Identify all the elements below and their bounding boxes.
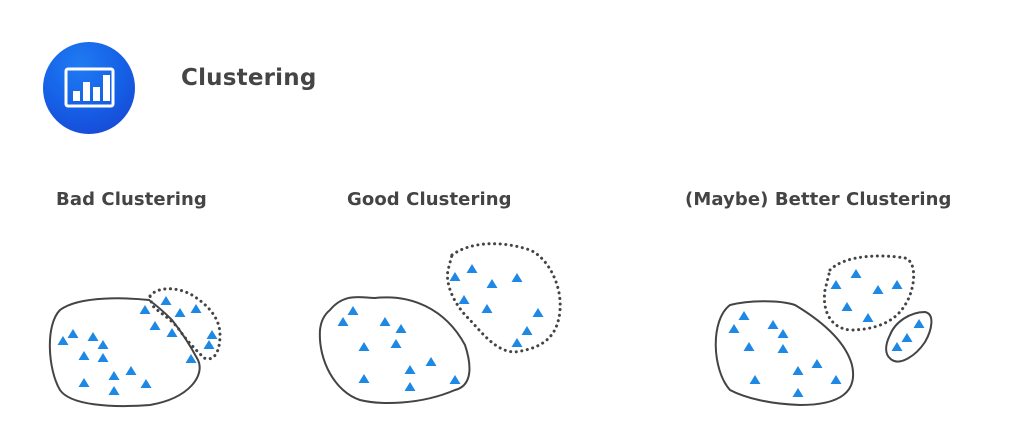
triangle-point-icon <box>521 326 533 335</box>
page-title: Clustering <box>181 65 317 91</box>
triangle-point-icon <box>486 279 498 288</box>
panel-title-good: Good Clustering <box>347 189 512 210</box>
panel-title-bad: Bad Clustering <box>56 189 207 210</box>
triangle-point-icon <box>358 342 370 351</box>
cluster-boundary-dotted <box>445 242 562 354</box>
panel-better <box>714 254 933 407</box>
triangle-point-icon <box>125 366 137 375</box>
triangle-point-icon <box>67 329 79 338</box>
triangle-point-icon <box>337 317 349 326</box>
triangle-point-icon <box>777 329 789 338</box>
panel-title-better: (Maybe) Better Clustering <box>685 189 952 210</box>
triangle-point-icon <box>862 313 874 322</box>
cluster-boundary-dotted <box>148 287 222 361</box>
triangle-point-icon <box>358 374 370 383</box>
triangle-point-icon <box>532 308 544 317</box>
triangle-point-icon <box>738 311 750 320</box>
triangle-point-icon <box>850 269 862 278</box>
triangle-point-icon <box>466 264 478 273</box>
triangle-point-icon <box>390 339 402 348</box>
cluster-boundary-solid <box>885 310 933 363</box>
triangle-point-icon <box>203 340 215 349</box>
triangle-point-icon <box>57 336 69 345</box>
triangle-point-icon <box>404 382 416 391</box>
triangle-point-icon <box>379 317 391 326</box>
triangle-point-icon <box>481 304 493 313</box>
triangle-point-icon <box>160 296 172 305</box>
triangle-point-icon <box>891 342 903 351</box>
triangle-point-icon <box>87 332 99 341</box>
triangle-point-icon <box>425 357 437 366</box>
triangle-point-icon <box>777 344 789 353</box>
triangle-point-icon <box>511 338 523 347</box>
triangle-point-icon <box>458 295 470 304</box>
triangle-point-icon <box>395 324 407 333</box>
triangle-point-icon <box>97 353 109 362</box>
triangle-point-icon <box>792 388 804 397</box>
triangle-point-icon <box>174 308 186 317</box>
triangle-point-icon <box>108 371 120 380</box>
panel-good <box>318 242 562 404</box>
triangle-point-icon <box>206 330 218 339</box>
cluster-boundary-solid <box>714 300 855 407</box>
triangle-point-icon <box>78 351 90 360</box>
triangle-point-icon <box>872 285 884 294</box>
triangle-point-icon <box>190 304 202 313</box>
triangle-point-icon <box>404 365 416 374</box>
triangle-point-icon <box>913 319 925 328</box>
triangle-point-icon <box>767 320 779 329</box>
triangle-point-icon <box>97 340 109 349</box>
logo-badge <box>43 42 135 134</box>
triangle-point-icon <box>78 378 90 387</box>
panel-bad <box>48 287 222 408</box>
triangle-point-icon <box>792 366 804 375</box>
triangle-point-icon <box>511 273 523 282</box>
triangle-point-icon <box>830 280 842 289</box>
triangle-point-icon <box>166 328 178 337</box>
triangle-point-icon <box>449 272 461 281</box>
triangle-point-icon <box>149 321 161 330</box>
triangle-point-icon <box>891 280 903 289</box>
cluster-boundary-solid <box>48 297 201 408</box>
triangle-point-icon <box>749 375 761 384</box>
triangle-point-icon <box>185 354 197 363</box>
triangle-point-icon <box>108 386 120 395</box>
triangle-point-icon <box>811 359 823 368</box>
triangle-point-icon <box>728 324 740 333</box>
bar-chart-icon <box>64 67 115 108</box>
triangle-point-icon <box>841 302 853 311</box>
triangle-point-icon <box>347 306 359 315</box>
triangle-point-icon <box>139 305 151 314</box>
cluster-boundary-dotted <box>822 254 916 332</box>
triangle-point-icon <box>901 333 913 342</box>
triangle-point-icon <box>830 375 842 384</box>
triangle-point-icon <box>449 375 461 384</box>
triangle-point-icon <box>140 379 152 388</box>
cluster-boundary-solid <box>318 296 471 404</box>
triangle-point-icon <box>743 342 755 351</box>
